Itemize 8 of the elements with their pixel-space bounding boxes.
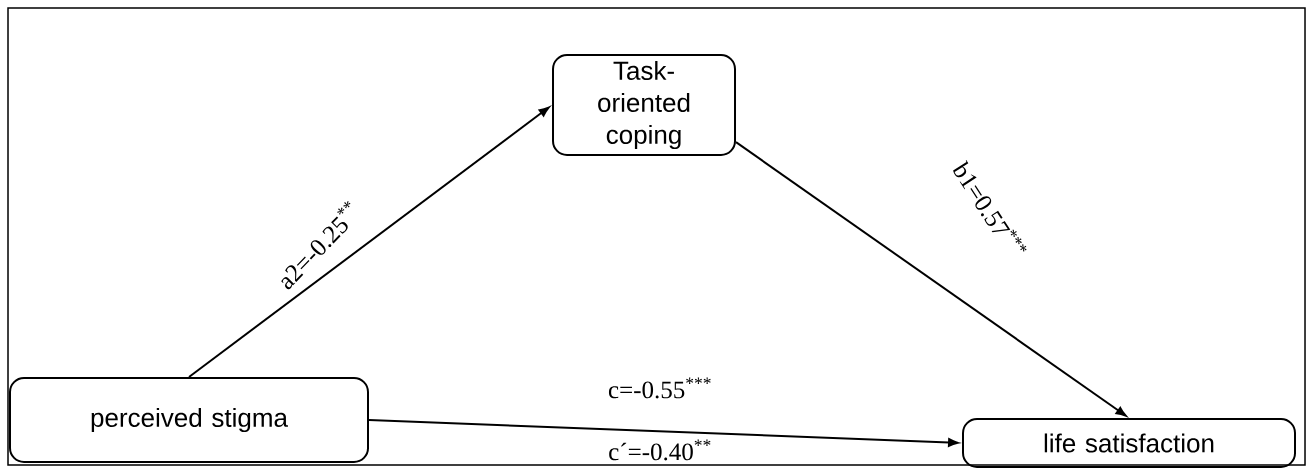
variable-box: perceived stigma [9, 377, 369, 463]
variable-box: life satisfaction [962, 418, 1296, 468]
effect-label: c´=-0.40$^{**}$ [606, 437, 714, 463]
edge-label: c=-0.55$^{***}$ [606, 375, 714, 401]
arrow [735, 141, 1127, 417]
arrow [368, 419, 959, 447]
arrow [188, 106, 550, 378]
variable-box: Task-oriented coping [552, 54, 736, 156]
